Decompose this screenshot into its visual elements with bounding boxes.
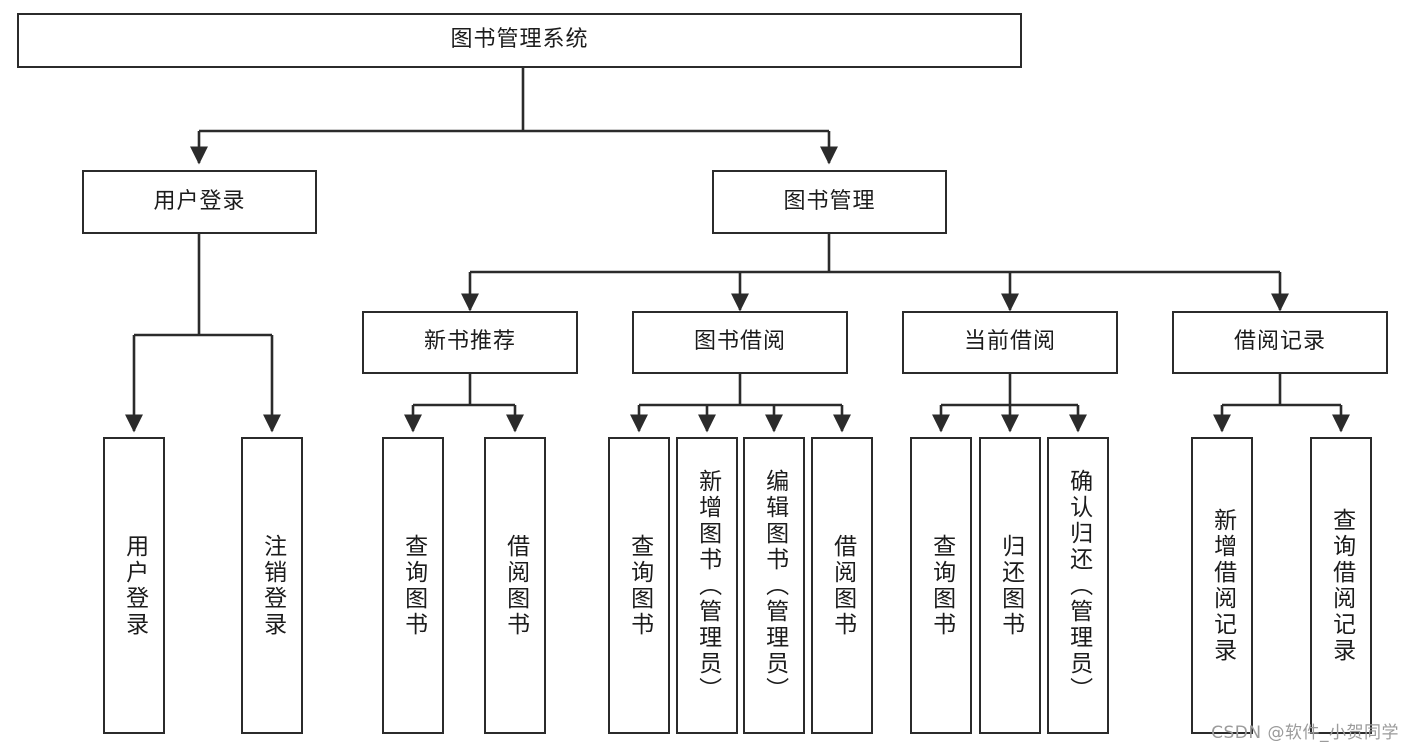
node-label: 图书管理 <box>783 188 876 214</box>
node-user-login[interactable]: 用户登录 <box>82 170 317 234</box>
csdn-watermark: CSDN @软件_小贺同学 <box>1211 723 1399 743</box>
leaf-edit-book[interactable]: 编辑图书（管理员） <box>743 437 805 734</box>
node-current-borrow[interactable]: 当前借阅 <box>902 311 1118 374</box>
leaf-label: 编辑图书（管理员） <box>761 468 788 703</box>
leaf-label: 归还图书 <box>997 533 1024 638</box>
leaf-user-login[interactable]: 用户登录 <box>103 437 165 734</box>
leaf-query-book-3[interactable]: 查询图书 <box>910 437 972 734</box>
leaf-query-record[interactable]: 查询借阅记录 <box>1310 437 1372 734</box>
leaf-label: 查询图书 <box>400 533 427 638</box>
node-label: 用户登录 <box>153 188 246 214</box>
node-label: 图书管理系统 <box>450 27 589 53</box>
node-label: 图书借阅 <box>693 329 786 355</box>
leaf-borrow-book-1[interactable]: 借阅图书 <box>484 437 546 734</box>
leaf-label: 新增借阅记录 <box>1209 507 1236 664</box>
leaf-add-book[interactable]: 新增图书（管理员） <box>676 437 738 734</box>
node-borrow-record[interactable]: 借阅记录 <box>1172 311 1388 374</box>
node-new-book-recommend[interactable]: 新书推荐 <box>362 311 578 374</box>
leaf-label: 确认归还（管理员） <box>1065 468 1092 703</box>
node-label: 借阅记录 <box>1233 329 1326 355</box>
leaf-label: 借阅图书 <box>502 533 529 638</box>
leaf-label: 注销登录 <box>259 533 286 638</box>
leaf-return-book[interactable]: 归还图书 <box>979 437 1041 734</box>
leaf-label: 用户登录 <box>121 533 148 638</box>
leaf-label: 借阅图书 <box>829 533 856 638</box>
node-root-system[interactable]: 图书管理系统 <box>17 13 1022 68</box>
node-label: 新书推荐 <box>423 329 516 355</box>
node-book-borrow[interactable]: 图书借阅 <box>632 311 848 374</box>
leaf-confirm-return[interactable]: 确认归还（管理员） <box>1047 437 1109 734</box>
leaf-logout[interactable]: 注销登录 <box>241 437 303 734</box>
leaf-label: 查询借阅记录 <box>1328 507 1355 664</box>
leaf-label: 查询图书 <box>928 533 955 638</box>
node-label: 当前借阅 <box>963 329 1056 355</box>
leaf-query-book-2[interactable]: 查询图书 <box>608 437 670 734</box>
leaf-add-record[interactable]: 新增借阅记录 <box>1191 437 1253 734</box>
leaf-borrow-book-2[interactable]: 借阅图书 <box>811 437 873 734</box>
leaf-query-book-1[interactable]: 查询图书 <box>382 437 444 734</box>
leaf-label: 查询图书 <box>626 533 653 638</box>
node-book-management[interactable]: 图书管理 <box>712 170 947 234</box>
leaf-label: 新增图书（管理员） <box>694 468 721 703</box>
